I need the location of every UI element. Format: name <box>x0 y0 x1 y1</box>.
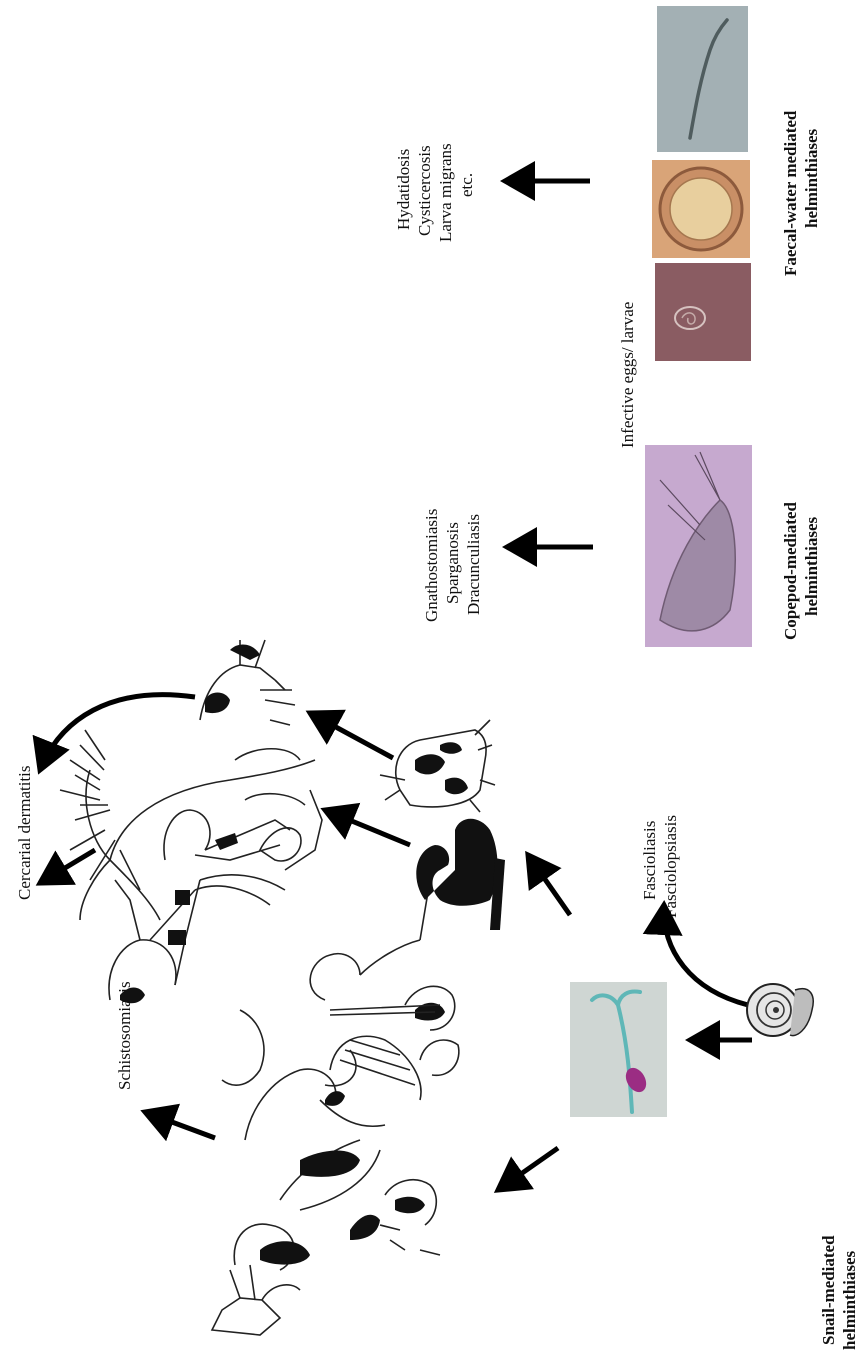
waterbirds-illustration <box>310 819 505 1015</box>
label-faecal-diseases: Hydatidosis Cysticercosis Larva migrans … <box>394 143 476 242</box>
label-copepod-mediated-line2: helminthiases <box>802 516 821 616</box>
bathers-illustration <box>109 810 290 1003</box>
label-infective-eggs-larvae: Infective eggs/ larvae <box>618 302 637 448</box>
copepod-photo <box>645 445 752 647</box>
larva-photo <box>657 6 748 152</box>
label-cysticercosis: Cysticercosis <box>415 145 434 236</box>
label-fascioliasis: Fascioliasis <box>640 821 659 900</box>
arrow-cow-to-farmer <box>310 713 393 758</box>
label-sparganosis: Sparganosis <box>443 522 462 604</box>
label-dracunculiasis: Dracunculiasis <box>464 514 483 615</box>
label-faecal-water-mediated-helminthiases: Faecal-water mediated helminthiases <box>781 110 821 276</box>
label-copepod-mediated-helminthiases: Copepod-mediated helminthiases <box>781 502 821 640</box>
farmer-buffalo-illustration <box>212 1010 385 1335</box>
label-copepod-mediated-line1: Copepod-mediated <box>781 502 800 640</box>
label-snail-mediated-line2: helminthiases <box>840 1250 859 1350</box>
label-snail-mediated-helminthiases: Snail-mediated helminthiases <box>819 1235 859 1350</box>
arrow-to-cercarial-dermatitis-upper <box>40 695 195 770</box>
egg-photo-1 <box>655 263 751 361</box>
arrow-cercaria-to-schisto-hosts <box>498 1148 558 1190</box>
label-hydatidosis: Hydatidosis <box>394 149 413 230</box>
arrow-to-cercarial-dermatitis-lower <box>40 850 95 883</box>
snail-illustration <box>747 984 813 1036</box>
cow-illustration <box>380 720 495 812</box>
label-snail-mediated-line1: Snail-mediated <box>819 1235 838 1345</box>
label-snail-diseases: Fascioliasis Fasciolopsiasis <box>640 815 680 918</box>
arrow-cercaria-to-birds <box>528 855 570 915</box>
field-worker-illustration <box>200 640 295 725</box>
cercaria-photo <box>570 982 667 1117</box>
arrow-birds-to-bathers <box>325 810 410 845</box>
small-animals-illustration <box>325 986 459 1255</box>
label-fasciolopsiasis: Fasciolopsiasis <box>661 815 680 918</box>
arrow-to-schistosomiasis <box>145 1112 215 1138</box>
label-cercarial-dermatitis: Cercarial dermatitis <box>15 765 34 900</box>
label-larva-migrans: Larva migrans <box>436 143 455 242</box>
egg-2-inner <box>670 178 732 240</box>
egg-photo-2 <box>652 160 750 258</box>
label-faecal-water-line2: helminthiases <box>802 128 821 228</box>
label-faecal-water-line1: Faecal-water mediated <box>781 110 800 276</box>
arrow-snail-to-fascioliasis <box>664 905 748 1005</box>
label-gnathostomiasis: Gnathostomiasis <box>422 509 441 622</box>
label-etc: etc. <box>457 173 476 197</box>
label-copepod-diseases: Gnathostomiasis Sparganosis Dracunculias… <box>422 509 483 622</box>
